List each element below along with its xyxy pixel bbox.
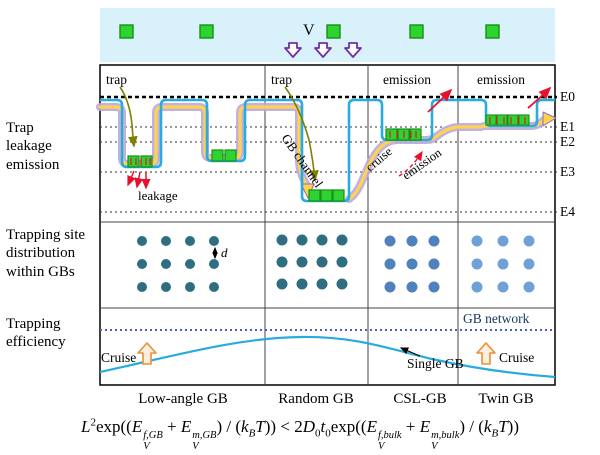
formula-token: T <box>255 417 265 436</box>
column-label-csl-gb: CSL-GB <box>393 391 447 407</box>
left-label-trapping-efficiency: Trapping efficiency <box>6 316 66 351</box>
formula-token: B <box>491 427 499 440</box>
energy-label-e3: E3 <box>560 164 575 179</box>
emission-label-col3: emission <box>383 72 431 87</box>
panel-frame <box>99 64 556 386</box>
formula-token: E <box>419 417 431 436</box>
left-label-trapping-site-distribution: Trapping site distribution within GBs <box>6 227 86 280</box>
emission-inner-arrow <box>398 150 423 177</box>
formula-token: 0 <box>325 427 331 440</box>
formula-token: 2 <box>90 416 96 429</box>
trapping-sites-csl <box>384 235 440 293</box>
formula-token: t <box>320 417 326 436</box>
formula-token: E <box>366 417 377 436</box>
trapped-carriers-twin-gb <box>485 114 530 126</box>
trapping-sites-random <box>276 234 348 290</box>
formula-token: 2 <box>294 417 303 436</box>
energy-label-e0: E0 <box>560 89 575 104</box>
column-label-twin-gb: Twin GB <box>478 391 534 407</box>
channel-arrowhead-right <box>542 111 557 127</box>
single-gb-label: Single GB <box>407 356 464 371</box>
leakage-label: leakage <box>138 188 178 203</box>
trap-label-col1: trap <box>106 72 127 87</box>
formula-token: E <box>180 417 192 436</box>
formula-token: exp <box>330 417 356 436</box>
trapping-sites-low-angle <box>137 236 219 292</box>
cruise-left-arrow-icon <box>137 342 157 365</box>
formula-token: + <box>401 417 420 436</box>
energy-label-e4: E4 <box>560 204 575 219</box>
site-spacing-label: d <box>221 245 228 260</box>
column-label-random-gb: Random GB <box>278 391 354 407</box>
formula-token: (( <box>120 417 132 436</box>
formula-token: (( <box>355 417 367 436</box>
carrier-hatch-twin-gb <box>489 117 526 124</box>
energy-label-e2: E2 <box>560 134 575 149</box>
voltage-label: V <box>303 22 315 39</box>
cruise-left-label: Cruise <box>101 350 136 365</box>
trapped-carriers-well2 <box>211 149 237 162</box>
cruise-right-arrow-icon <box>476 342 496 365</box>
formula-token: T <box>498 417 508 436</box>
trap-label-col2: trap <box>271 72 292 87</box>
formula-token: D <box>302 417 315 436</box>
trap-arrow-col1 <box>119 86 138 148</box>
single-gb-curve <box>99 335 556 379</box>
formula-token: k <box>483 417 492 436</box>
formula-token: B <box>248 427 256 440</box>
single-gb-pointer-arrow <box>399 347 421 357</box>
formula-token: exp <box>95 417 121 436</box>
electrode-band: V <box>100 8 555 62</box>
formula-token: L <box>80 417 91 436</box>
emission-label-col4: emission <box>477 72 525 87</box>
voltage-down-arrows-icon <box>284 42 362 58</box>
energy-label-e1: E1 <box>560 119 575 134</box>
emission-arrow-col4 <box>527 86 552 109</box>
formula-token: + <box>162 417 181 436</box>
formula-token: ) / ( <box>216 417 242 436</box>
trapped-carriers-random-gb <box>308 189 345 202</box>
carrier-hatch-csl-gb <box>389 131 417 138</box>
trap-arrow-col2 <box>284 86 319 182</box>
formula-token: 0 <box>314 427 321 440</box>
emission-arrow-col3 <box>427 88 453 113</box>
formula-token: E <box>131 417 143 436</box>
cruise-right-label: Cruise <box>499 350 534 365</box>
energy-level-labels: E0 E1 E2 E3 E4 <box>560 89 575 219</box>
leakage-arrows <box>127 170 151 190</box>
gb-network-label: GB network <box>463 311 530 326</box>
formula-token: < <box>276 417 295 436</box>
trapping-sites-twin <box>471 235 535 293</box>
electrode-trap-squares <box>119 24 500 39</box>
formula-token: )) <box>507 417 519 436</box>
formula-token: k <box>241 417 249 436</box>
column-label-low-angle-gb: Low-angle GB <box>138 391 228 407</box>
left-label-trap-leakage-emission: Trap leakage emission <box>6 120 60 173</box>
formula-token: ) / ( <box>459 417 484 436</box>
carrier-hatch-well1 <box>130 158 151 165</box>
formula-token: )) <box>264 417 277 436</box>
